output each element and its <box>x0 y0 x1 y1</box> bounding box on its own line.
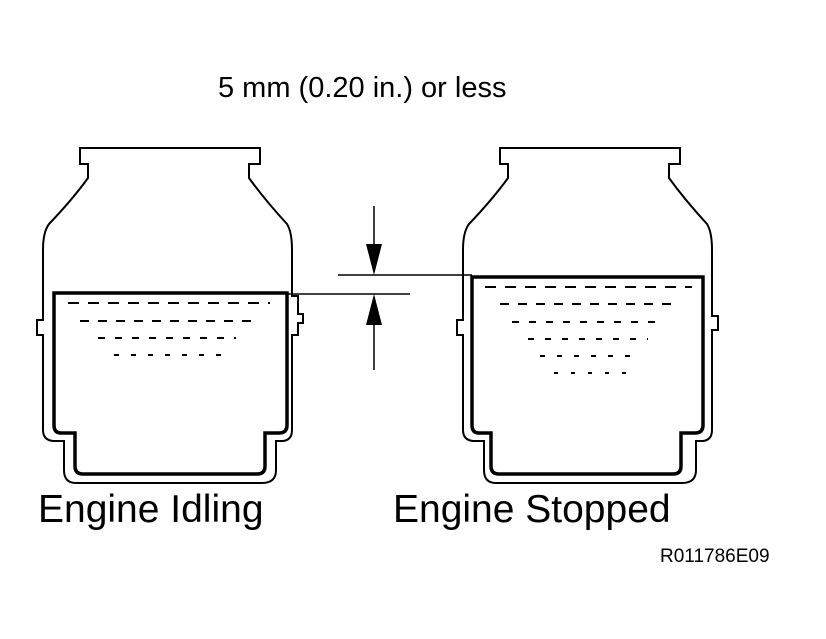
engine-idling-caption: Engine Idling <box>38 488 264 531</box>
left-reservoir-inner-tank <box>52 291 289 476</box>
left-reservoir <box>36 147 304 484</box>
dimension-label: 5 mm (0.20 in.) or less <box>218 72 507 104</box>
right-reservoir-inner-tank <box>470 275 705 476</box>
lower-arrowhead-icon <box>366 294 382 325</box>
right-reservoir <box>456 147 719 484</box>
dimension-indicator <box>287 206 472 370</box>
figure-code: R011786E09 <box>660 546 770 567</box>
left-reservoir-outer-wall <box>36 147 304 484</box>
right-reservoir-outer-wall <box>456 147 719 484</box>
left-fluid-level-dashes <box>68 302 270 356</box>
right-fluid-level-dashes <box>485 286 692 374</box>
engine-stopped-caption: Engine Stopped <box>393 488 671 531</box>
upper-arrowhead-icon <box>366 244 382 275</box>
